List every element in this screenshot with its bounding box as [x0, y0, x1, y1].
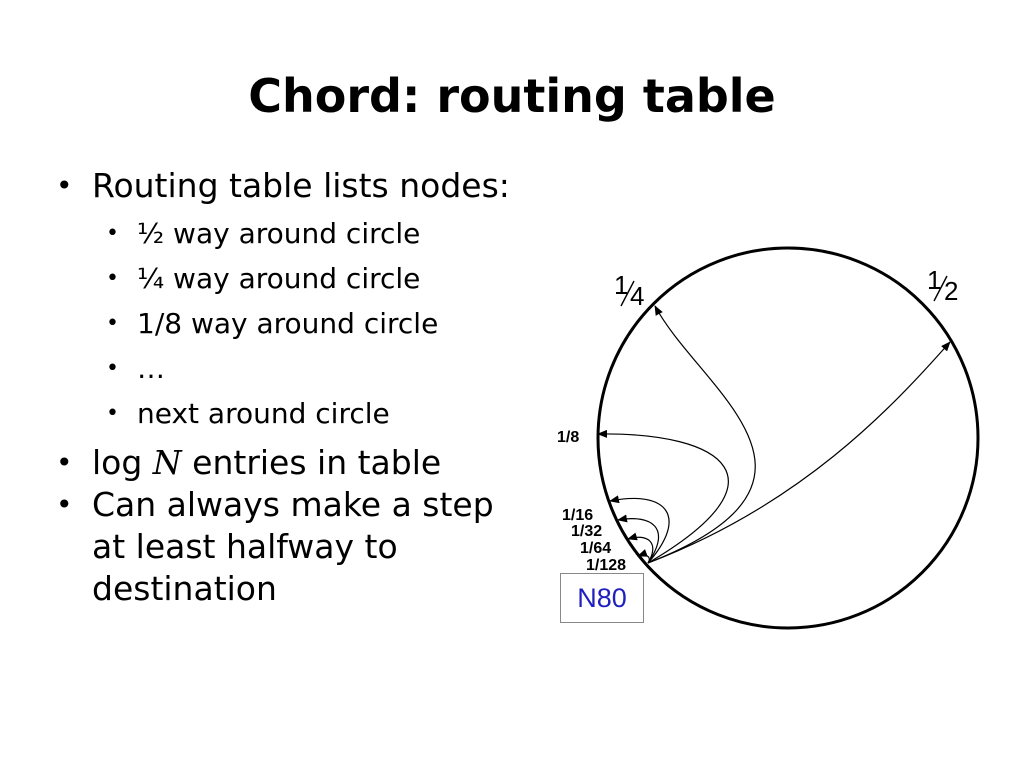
label-quarter-slash — [620, 280, 635, 307]
bullet-text: Routing table lists nodes: — [92, 166, 510, 205]
bullet-dot: • — [106, 401, 119, 426]
bullet-log-n: • log N entries in table — [52, 442, 552, 484]
finger-arrow-onetwentyeighth — [637, 549, 650, 564]
node-n80-box: N80 — [560, 573, 644, 623]
label-sixteenth: 1/16 — [562, 507, 593, 524]
sub-bullet-text: 1/8 way around circle — [137, 307, 439, 340]
label-half-slash — [933, 275, 948, 302]
label-sixtyfourth: 1/64 — [580, 540, 611, 557]
sub-bullet-next: • next around circle — [52, 391, 552, 436]
bullet-dot: • — [106, 221, 119, 246]
label-eighth: 1/8 — [557, 429, 579, 446]
finger-arrow-sixtyfourth — [627, 532, 654, 564]
bullet-text-line2: at least halfway to — [92, 527, 398, 566]
slide-title: Chord: routing table — [248, 69, 776, 123]
bullet-text-suffix: entries in table — [181, 443, 442, 482]
label-onetwentyeighth: 1/128 — [586, 557, 626, 574]
bullet-dot: • — [106, 356, 119, 381]
bullet-routing-table: • Routing table lists nodes: — [52, 165, 552, 207]
label-thirtysecond: 1/32 — [571, 523, 602, 540]
sub-bullet-ellipsis: • … — [52, 346, 552, 391]
sub-bullet-list: • ½ way around circle • ¼ way around cir… — [52, 211, 552, 436]
bullet-text-line3: destination — [92, 569, 277, 608]
bullet-dot: • — [56, 169, 73, 202]
label-quarter-den: 4 — [630, 281, 644, 311]
sub-bullet-half: • ½ way around circle — [52, 211, 552, 256]
bullet-dot: • — [56, 446, 73, 479]
bullet-list: • Routing table lists nodes: • ½ way aro… — [52, 165, 552, 610]
sub-bullet-text: next around circle — [137, 397, 390, 430]
bullet-text-prefix: log — [92, 443, 153, 482]
finger-arrow-sixteenth — [609, 495, 670, 564]
finger-arrow-quarter — [647, 305, 756, 564]
bullet-dot: • — [56, 488, 73, 521]
label-quarter-num: 1 — [614, 270, 628, 300]
label-half-num: 1 — [927, 265, 941, 295]
node-n80-label: N80 — [577, 583, 627, 613]
bullet-dot: • — [106, 311, 119, 336]
sub-bullet-text: … — [137, 352, 165, 385]
sub-bullet-text: ¼ way around circle — [137, 262, 421, 295]
bullet-dot: • — [106, 266, 119, 291]
bullet-text-line1: Can always make a step — [92, 485, 494, 524]
sub-bullet-eighth: • 1/8 way around circle — [52, 301, 552, 346]
finger-arrow-thirtysecond — [617, 514, 660, 564]
label-half-den: 2 — [944, 276, 958, 306]
finger-arrow-eighth — [597, 429, 729, 564]
bullet-halfway-step: • Can always make a step at least halfwa… — [52, 484, 552, 610]
finger-arrow-half — [647, 341, 951, 564]
sub-bullet-quarter: • ¼ way around circle — [52, 256, 552, 301]
bullet-var-n: N — [152, 443, 182, 482]
chord-ring — [596, 246, 980, 630]
sub-bullet-text: ½ way around circle — [137, 217, 421, 250]
